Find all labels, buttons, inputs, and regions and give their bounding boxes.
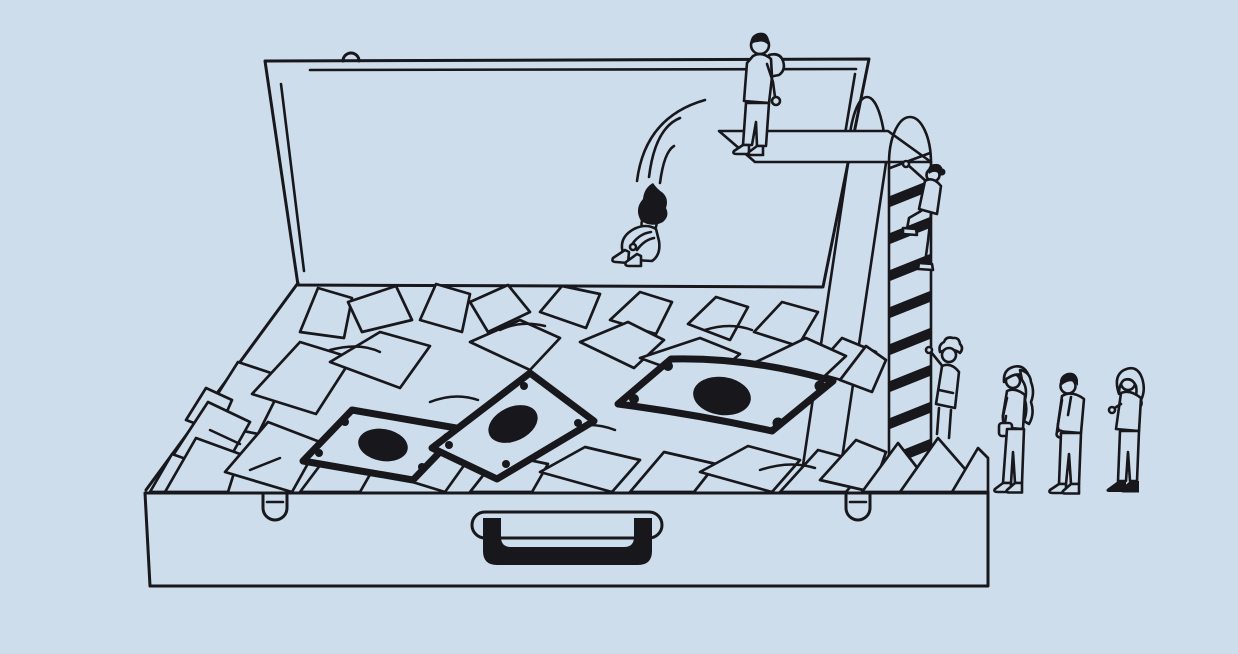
queue-person-2: [1048, 372, 1086, 495]
banknote-large: [614, 355, 837, 435]
banknote-middle: [428, 369, 598, 483]
ladder-rung-thin: [888, 151, 932, 170]
ladder-rungs: [890, 180, 930, 466]
man-hair: [750, 32, 770, 47]
queue-person-1: [993, 365, 1035, 494]
suitcase-lid: [263, 51, 871, 289]
diver-hair: [637, 183, 668, 225]
woman-climbing-ladder: [901, 159, 946, 272]
lid-latch-bump: [341, 51, 361, 63]
hair-bun: [938, 168, 946, 176]
man-at-ladder-base: [924, 336, 964, 440]
motion-arcs-icon: [635, 98, 707, 185]
open-suitcase: [143, 491, 990, 588]
man-on-board: [732, 32, 786, 157]
suitcase-latches: [261, 491, 872, 522]
black-shoe: [1120, 481, 1139, 493]
short-hair: [1059, 372, 1078, 386]
diver-falling: [611, 183, 668, 268]
ladder: [887, 115, 933, 472]
queue-person-3: [1106, 366, 1146, 493]
suitcase-handle: [470, 510, 664, 565]
